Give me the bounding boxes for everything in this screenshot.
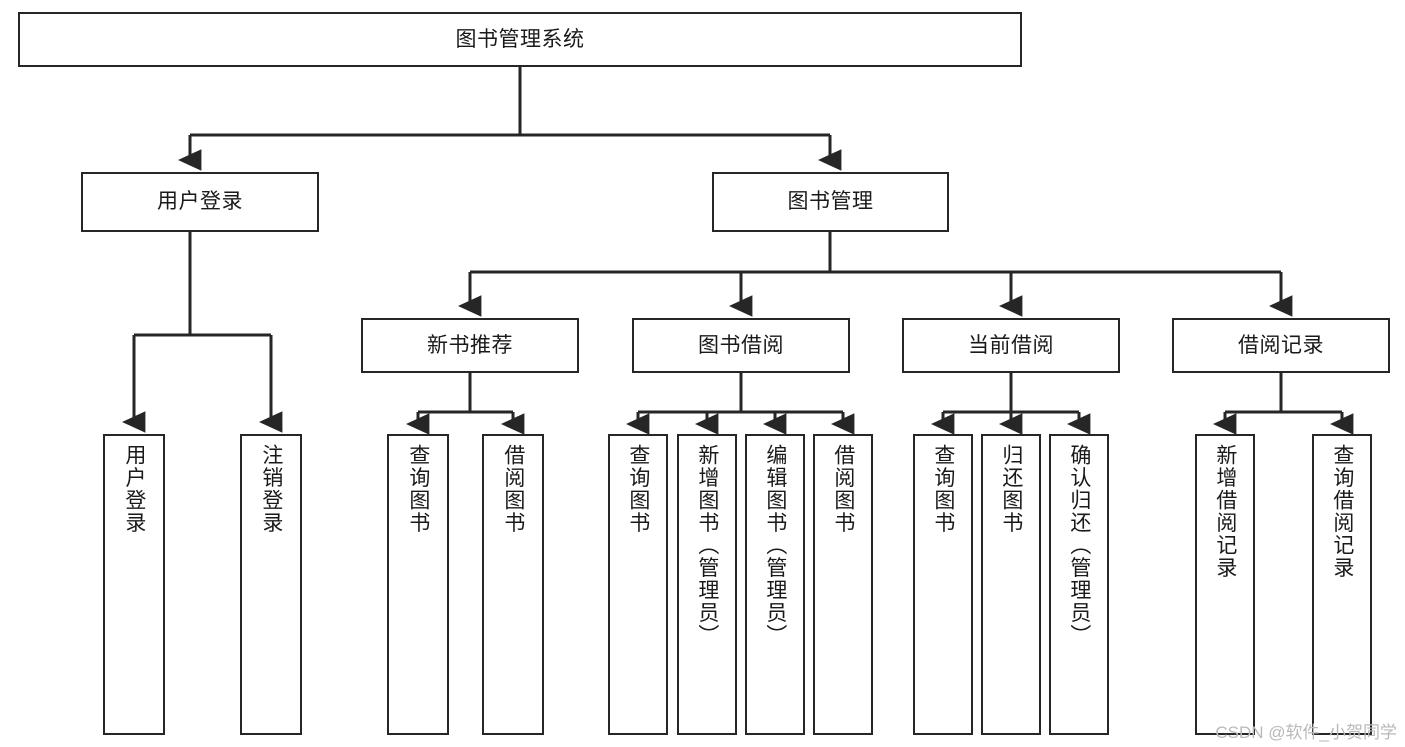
node-borrow-records[interactable]: 借阅记录 bbox=[1172, 318, 1390, 373]
node-label: 新书推荐 bbox=[427, 333, 513, 357]
node-label: 确认归还（管理员） bbox=[1067, 444, 1091, 647]
node-leaf-query-book-current[interactable]: 查询图书 bbox=[913, 434, 973, 735]
node-leaf-user-login[interactable]: 用户登录 bbox=[103, 434, 165, 735]
node-label: 注销登录 bbox=[259, 444, 283, 534]
node-leaf-logout[interactable]: 注销登录 bbox=[240, 434, 302, 735]
node-label: 借阅图书 bbox=[501, 444, 525, 534]
node-label: 查询借阅记录 bbox=[1330, 444, 1354, 579]
node-label: 新增图书（管理员） bbox=[695, 444, 719, 647]
node-current-borrow[interactable]: 当前借阅 bbox=[902, 318, 1120, 373]
node-leaf-query-borrow-record[interactable]: 查询借阅记录 bbox=[1312, 434, 1372, 735]
node-book-management[interactable]: 图书管理 bbox=[712, 172, 949, 232]
node-label: 新增借阅记录 bbox=[1213, 444, 1237, 579]
node-leaf-borrow-book[interactable]: 借阅图书 bbox=[813, 434, 873, 735]
node-new-book-recommend[interactable]: 新书推荐 bbox=[361, 318, 579, 373]
node-leaf-query-book-borrow[interactable]: 查询图书 bbox=[608, 434, 668, 735]
node-label: 查询图书 bbox=[931, 444, 955, 534]
node-user-login[interactable]: 用户登录 bbox=[81, 172, 319, 232]
node-leaf-add-book[interactable]: 新增图书（管理员） bbox=[677, 434, 737, 735]
node-leaf-borrow-book-recommend[interactable]: 借阅图书 bbox=[482, 434, 544, 735]
node-label: 图书借阅 bbox=[698, 333, 784, 357]
node-label: 图书管理 bbox=[787, 190, 874, 214]
node-root-system[interactable]: 图书管理系统 bbox=[18, 12, 1022, 67]
node-leaf-add-borrow-record[interactable]: 新增借阅记录 bbox=[1195, 434, 1255, 735]
node-label: 当前借阅 bbox=[968, 333, 1054, 357]
node-leaf-return-book[interactable]: 归还图书 bbox=[981, 434, 1041, 735]
node-label: 借阅图书 bbox=[831, 444, 855, 534]
node-label: 查询图书 bbox=[626, 444, 650, 534]
node-label: 用户登录 bbox=[122, 444, 146, 534]
node-leaf-edit-book[interactable]: 编辑图书（管理员） bbox=[745, 434, 805, 735]
watermark-text: CSDN @软件_小贺同学 bbox=[1215, 723, 1397, 742]
node-label: 借阅记录 bbox=[1238, 333, 1324, 357]
node-label: 归还图书 bbox=[999, 444, 1023, 534]
node-label: 查询图书 bbox=[406, 444, 430, 534]
node-book-borrow[interactable]: 图书借阅 bbox=[632, 318, 850, 373]
node-leaf-confirm-return[interactable]: 确认归还（管理员） bbox=[1049, 434, 1109, 735]
node-label: 编辑图书（管理员） bbox=[763, 444, 787, 647]
node-label: 图书管理系统 bbox=[455, 27, 585, 51]
node-leaf-query-book-recommend[interactable]: 查询图书 bbox=[387, 434, 449, 735]
node-label: 用户登录 bbox=[157, 190, 243, 214]
